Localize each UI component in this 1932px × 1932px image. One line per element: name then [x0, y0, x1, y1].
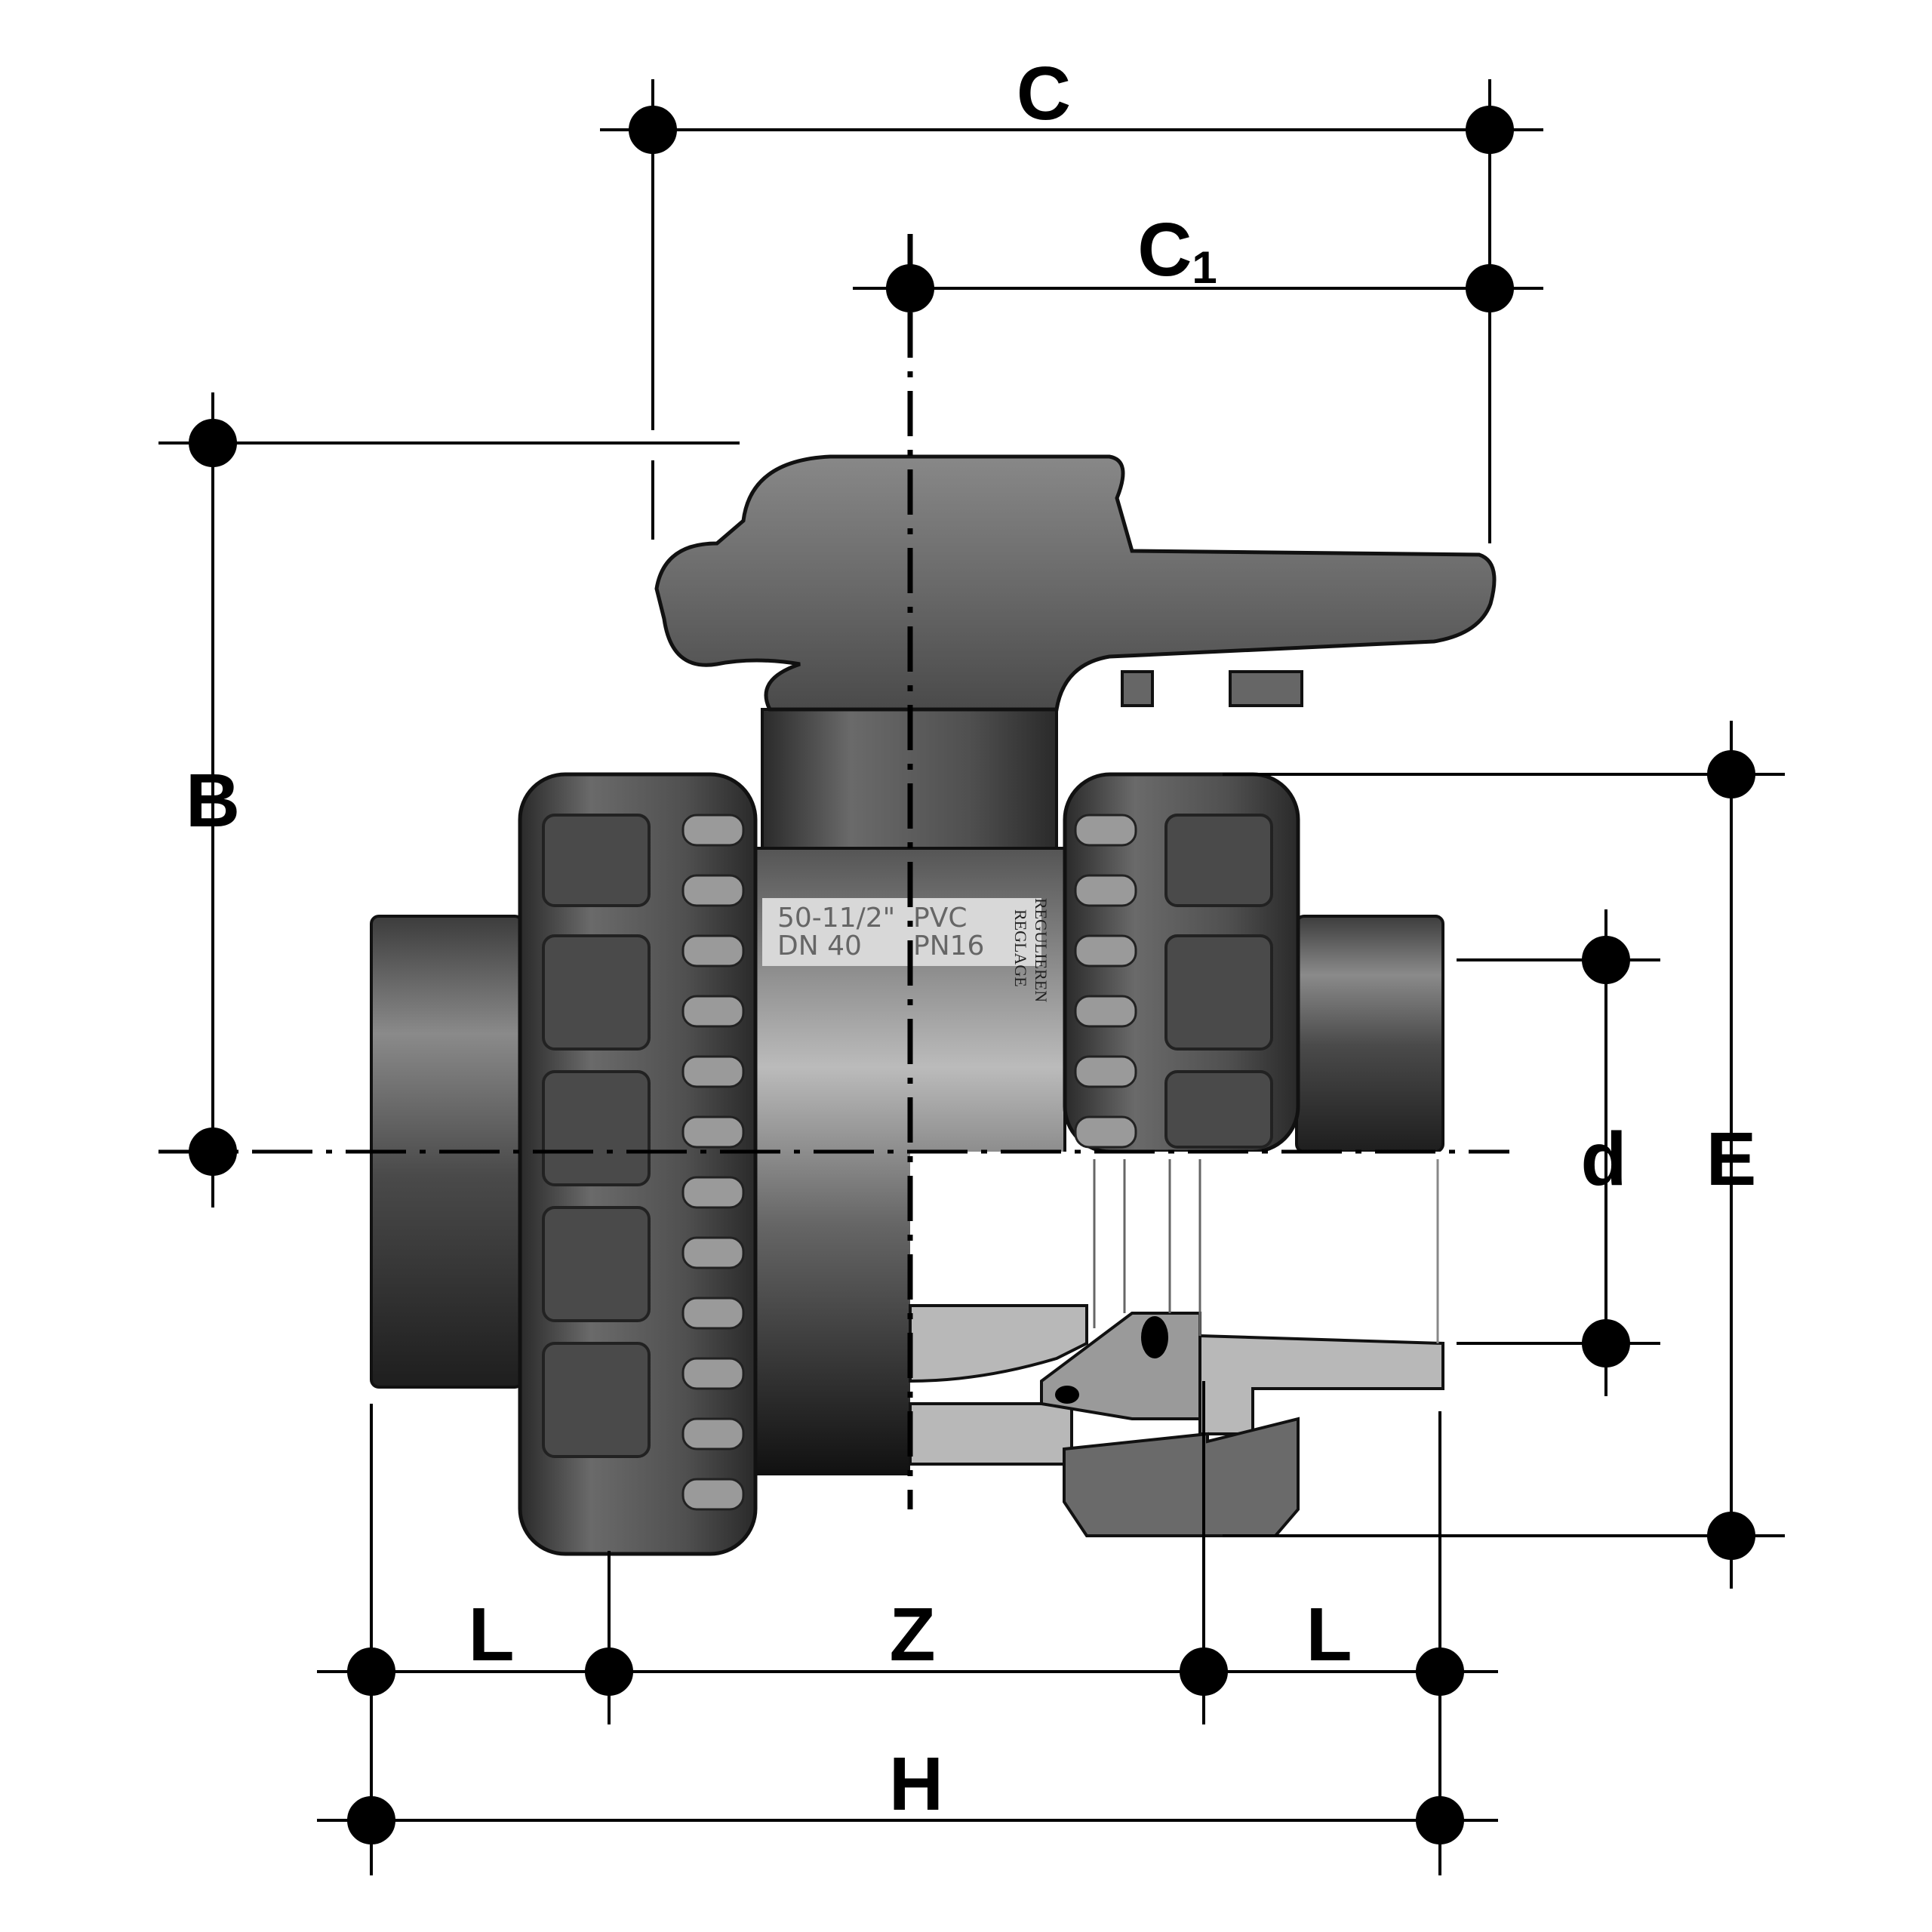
- dim-label-H: H: [889, 1742, 943, 1826]
- nut-ribs-left: [542, 814, 651, 1458]
- dim-label-C: C: [1017, 51, 1071, 136]
- dim-label-B: B: [186, 758, 240, 843]
- valve-body: 50-11/2" PVC DN 40 PN16 REGULIEREN REGLA…: [370, 454, 1497, 1556]
- dim-label-Z: Z: [889, 1592, 935, 1677]
- dimension-lines: [158, 79, 1785, 1875]
- marking-pn: PN16: [913, 931, 984, 961]
- marking-dn: DN 40: [777, 931, 862, 961]
- nut-teeth-right: [1074, 814, 1137, 1149]
- dim-label-C1: C1: [1137, 208, 1217, 293]
- marking-vertical-2: REGLAGE: [1011, 909, 1030, 987]
- lever-handle: [654, 454, 1497, 712]
- right-pipe-end: [1295, 915, 1444, 1153]
- cutaway-section: [909, 1152, 1446, 1544]
- dim-label-E: E: [1706, 1117, 1757, 1201]
- dim-label-L-left: L: [468, 1592, 514, 1677]
- nut-ribs-right: [1164, 814, 1273, 1149]
- dim-label-d: d: [1580, 1117, 1626, 1201]
- marking-material: PVC: [913, 903, 967, 934]
- marking-band: [762, 898, 1041, 966]
- marking-size: 50-11/2": [777, 903, 895, 934]
- dim-label-C1-main: C: [1137, 208, 1192, 292]
- marking-vertical-1: REGULIEREN: [1032, 898, 1051, 1002]
- o-ring-icon: [1055, 1386, 1079, 1404]
- handle-lock-tab: [1229, 670, 1303, 707]
- nut-teeth-left: [681, 814, 745, 1511]
- o-ring-icon: [1141, 1316, 1168, 1358]
- dim-label-C1-sub: 1: [1192, 242, 1217, 293]
- handle-lock-tab: [1121, 670, 1154, 707]
- dim-label-L-right: L: [1306, 1592, 1352, 1677]
